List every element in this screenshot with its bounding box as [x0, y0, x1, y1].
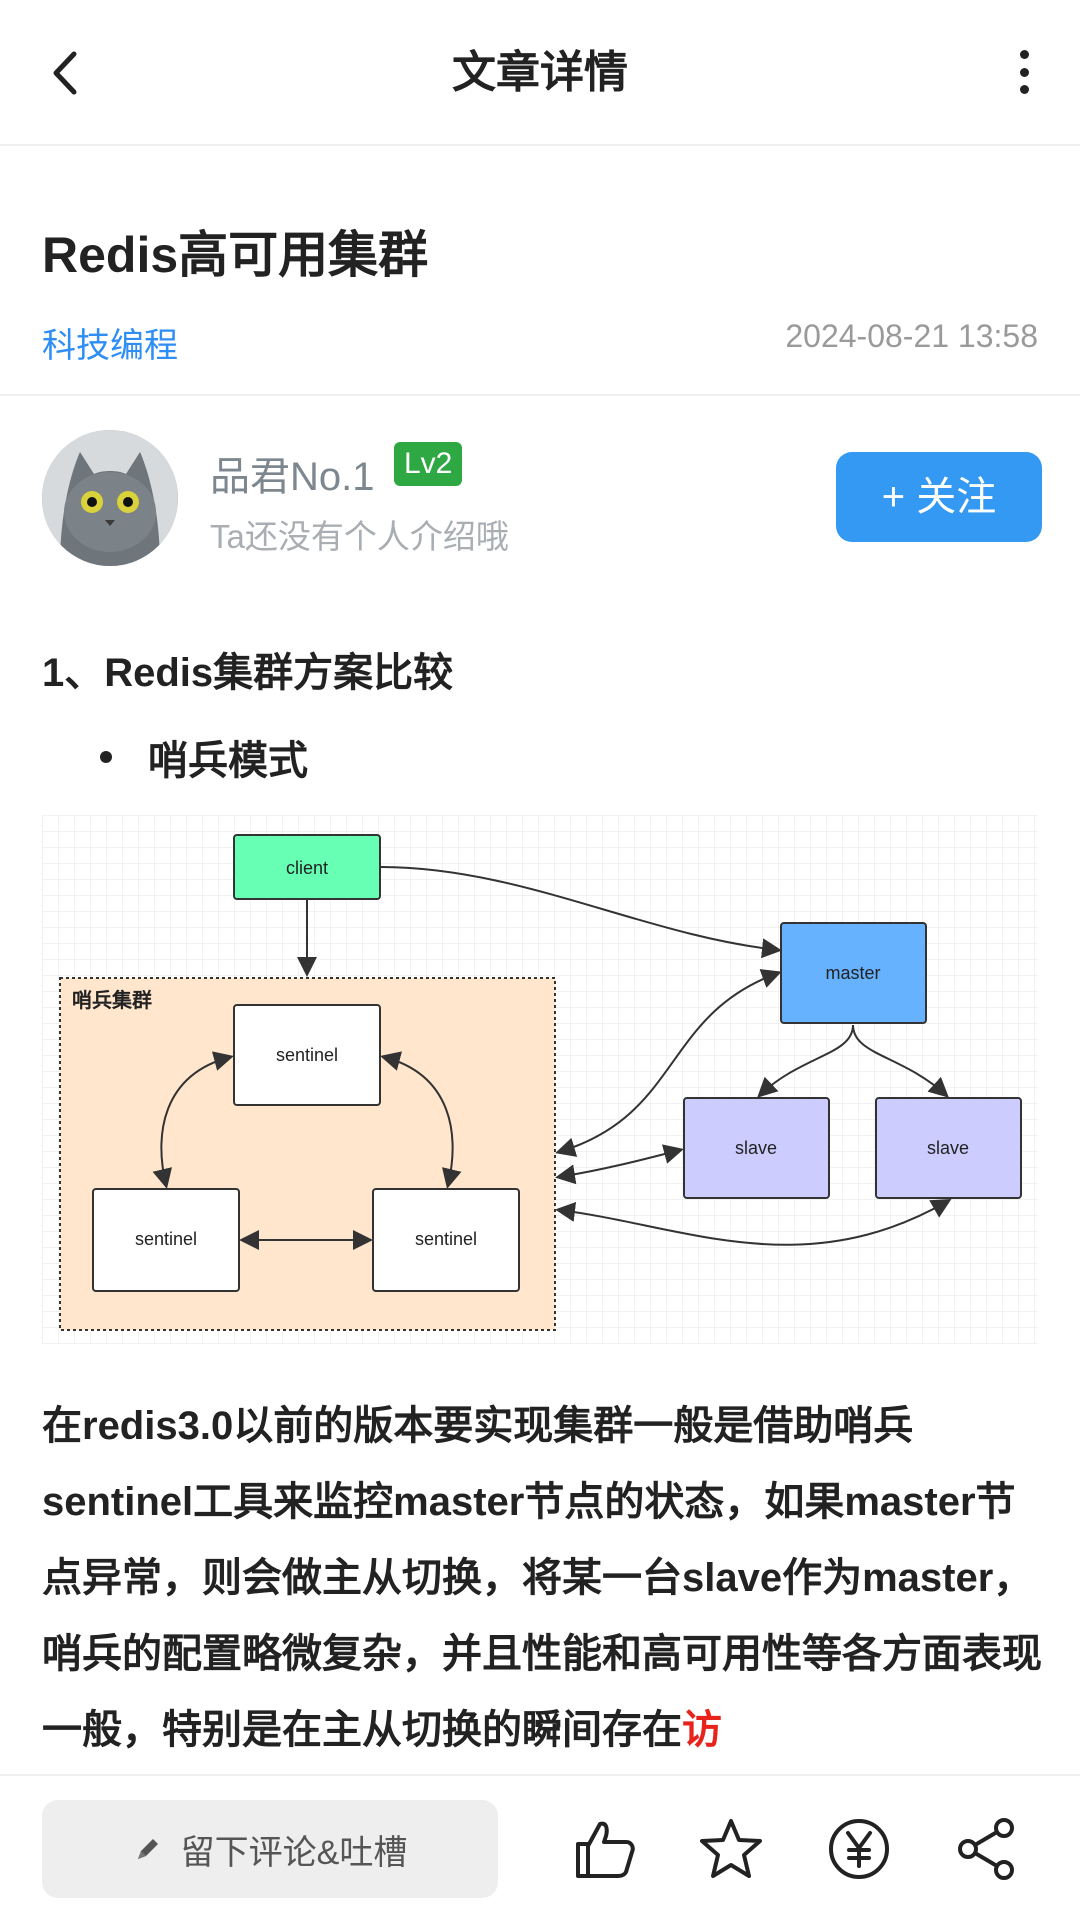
publish-date: 2024-08-21 13:58	[785, 318, 1038, 354]
reward-icon	[829, 1819, 889, 1879]
reward-button[interactable]	[824, 1814, 894, 1884]
client-label: client	[286, 858, 328, 878]
bottom-action-bar: 留下评论&吐槽	[0, 1774, 1080, 1920]
chevron-left-icon	[53, 51, 77, 95]
section-heading: 1、Redis集群方案比较	[42, 651, 454, 695]
sentinel-label: sentinel	[135, 1229, 197, 1249]
star-icon	[700, 1819, 762, 1878]
level-badge: Lv2	[394, 442, 463, 486]
bullet-text: 哨兵模式	[148, 739, 308, 783]
bullet-item: 哨兵模式	[100, 728, 308, 786]
sentinel-label: sentinel	[276, 1045, 338, 1065]
sentinel-diagram: 哨兵集群 client master slave slave sentinel …	[42, 815, 1038, 1345]
article-title: Redis高可用集群	[42, 227, 429, 283]
paragraph-text: 在redis3.0以前的版本要实现集群一般是借助哨兵sentinel工具来监控m…	[42, 1404, 1042, 1752]
follow-button[interactable]: + 关注	[836, 452, 1042, 542]
comment-placeholder: 留下评论&吐槽	[180, 1833, 408, 1872]
like-button[interactable]	[570, 1814, 640, 1884]
share-icon	[958, 1818, 1014, 1880]
avatar[interactable]	[42, 430, 178, 566]
cat-avatar-image	[42, 430, 178, 566]
pencil-icon	[133, 1834, 163, 1864]
sentinel-node	[233, 1004, 381, 1106]
article-paragraph: 在redis3.0以前的版本要实现集群一般是借助哨兵sentinel工具来监控m…	[42, 1388, 1042, 1768]
top-bar: 文章详情	[0, 0, 1080, 146]
more-button[interactable]	[1004, 44, 1044, 100]
paragraph-link[interactable]: 访	[682, 1708, 722, 1752]
back-button[interactable]	[40, 40, 90, 106]
sentinel-label: sentinel	[415, 1229, 477, 1249]
author-bio: Ta还没有个人介绍哦	[210, 518, 509, 555]
author-name[interactable]: 品君No.1	[210, 455, 375, 499]
slave-label: slave	[735, 1138, 777, 1158]
divider	[0, 394, 1080, 396]
share-button[interactable]	[952, 1814, 1022, 1884]
master-label: master	[825, 963, 880, 983]
slave-node	[875, 1097, 1022, 1199]
more-vertical-icon	[1019, 50, 1029, 59]
bullet-dot	[100, 751, 112, 763]
sentinel-node	[372, 1188, 520, 1292]
like-icon	[576, 1821, 635, 1878]
favorite-button[interactable]	[696, 1814, 766, 1884]
category-link[interactable]: 科技编程	[42, 327, 178, 365]
page-title: 文章详情	[452, 48, 628, 97]
comment-input[interactable]: 留下评论&吐槽	[42, 1800, 498, 1898]
slave-label: slave	[927, 1138, 969, 1158]
sentinel-group-label: 哨兵集群	[72, 988, 152, 1012]
